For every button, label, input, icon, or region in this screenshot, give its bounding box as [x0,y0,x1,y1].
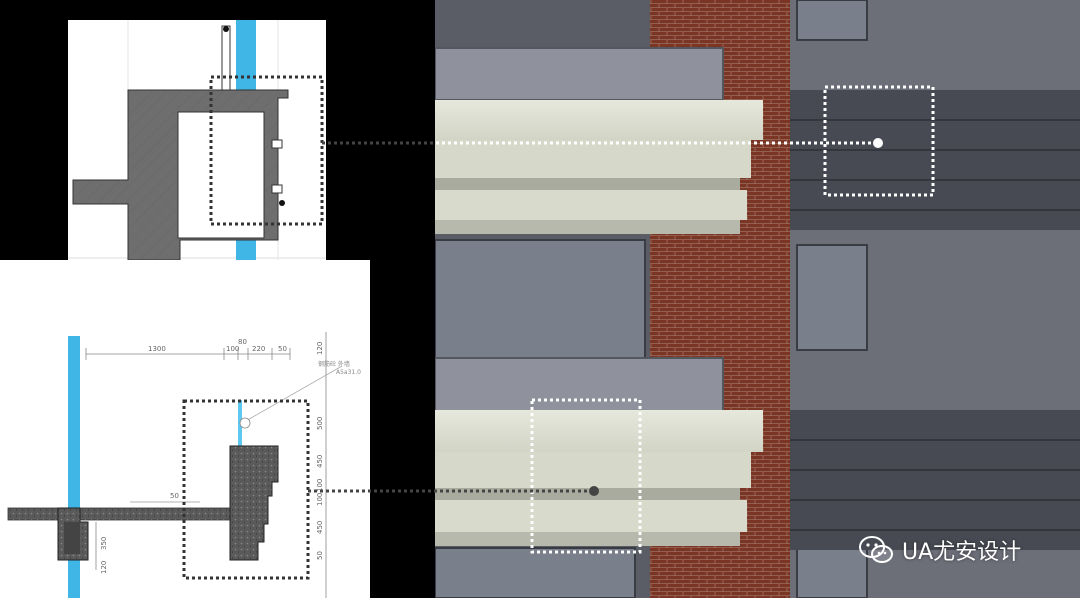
callout-note-1: 钢筋砼 外墙 [318,360,350,368]
cad-section-bottom: 1300 100 80 220 50 120 500 450 100 100 4… [0,260,370,598]
dim-left-0: 350 [100,537,108,550]
dim-top-2: 80 [238,338,247,346]
dim-top-0: 1300 [148,345,166,353]
stone-cornice-lower [435,410,763,546]
wechat-icon [859,536,893,563]
dim-right-2: 450 [316,455,324,468]
dim-left-1: 120 [100,561,108,574]
render-callout-lower [530,398,642,554]
glass-railing-lower [435,357,724,413]
dim-right-0: 120 [316,342,324,355]
floor-slab [7,507,239,521]
cad-section-top [68,20,326,260]
render-callout-upper [823,85,935,197]
glass-railing-upper [435,47,724,101]
section-drawing-bottom: 1300 100 80 220 50 120 500 450 100 100 4… [7,332,361,598]
dim-right-5: 450 [316,521,324,534]
dim-top-3: 220 [252,345,265,353]
callout-box-top [209,75,324,226]
rendering-art [435,0,1080,598]
facade-rendering [435,0,1080,598]
stepped-profile [229,445,279,561]
stone-cornice-upper [435,100,763,234]
section-drawing-top [68,20,326,260]
hollow-core [177,111,265,239]
railing-post [221,25,231,93]
watermark: UA尤安设计 [858,534,1021,566]
dim-top-1: 100 [226,345,239,353]
dim-top-4: 50 [278,345,287,353]
watermark-text: UA尤安设计 [902,540,1022,565]
dim-right-3: 100 [316,479,324,492]
dim-center: 50 [170,492,179,500]
dim-right-1: 500 [316,417,324,430]
callout-note-2: A5a31.0 [336,369,361,376]
dim-right-4: 100 [316,493,324,506]
dim-right-6: 50 [316,551,324,560]
